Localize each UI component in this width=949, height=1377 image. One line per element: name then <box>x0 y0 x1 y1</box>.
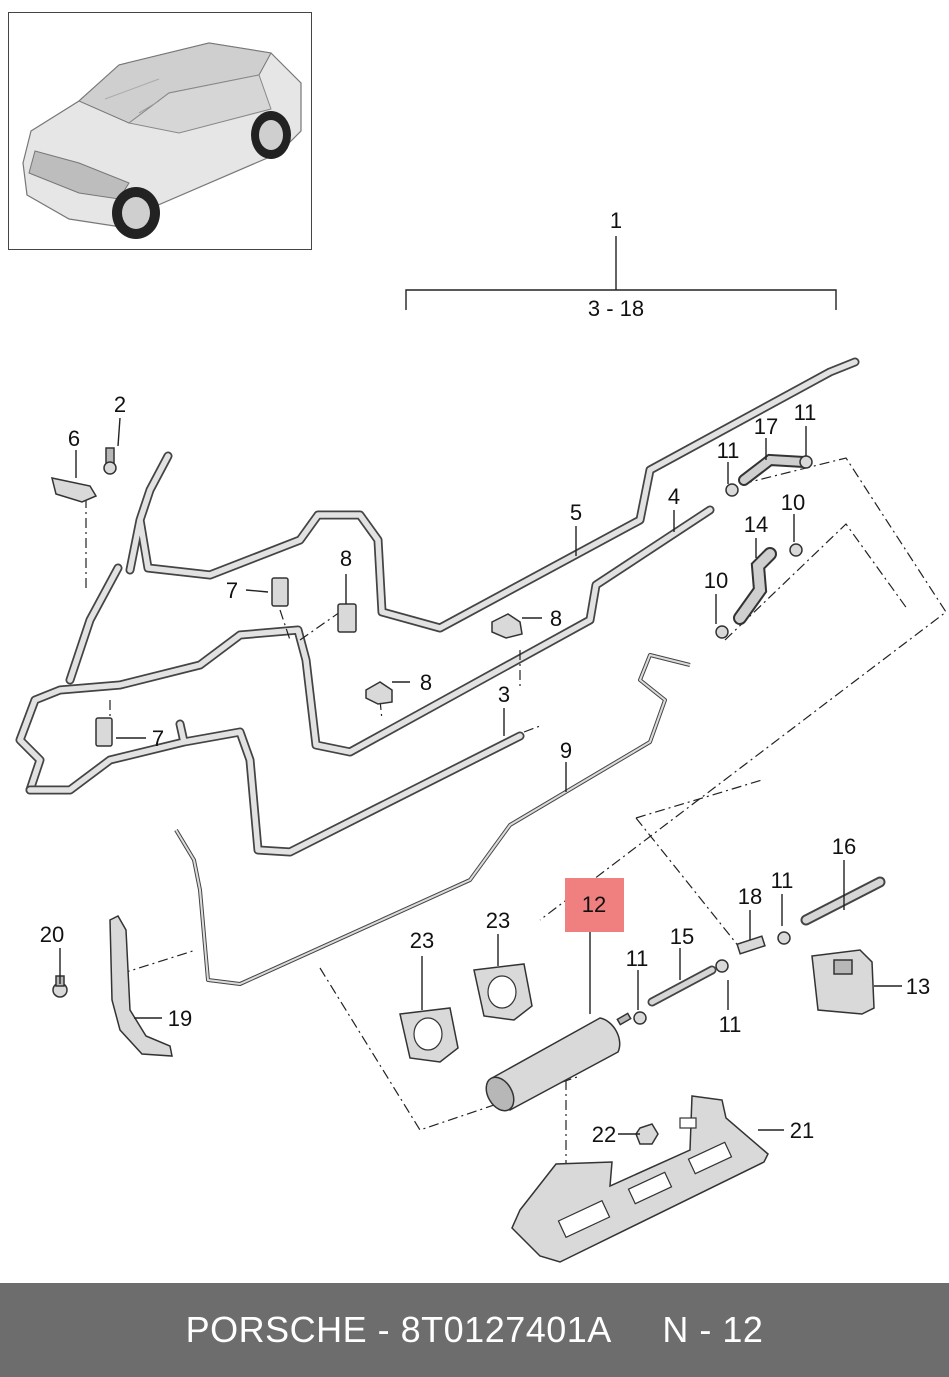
clip-8a <box>337 603 357 633</box>
callout-11-e: 11 <box>719 1012 742 1037</box>
pipe-9 <box>174 653 691 986</box>
callout-21: 21 <box>790 1118 814 1143</box>
bracket-19 <box>52 915 173 1057</box>
holder-23b <box>473 963 533 1021</box>
callout-9: 9 <box>560 738 572 763</box>
clamps <box>633 455 813 1025</box>
assembly-outline-mid <box>724 523 909 641</box>
suv-illustration <box>22 42 302 239</box>
pipe-4 <box>15 505 715 795</box>
clip-8b <box>491 613 523 639</box>
callout-2: 2 <box>114 392 126 417</box>
callout-6: 6 <box>68 426 80 451</box>
block-13 <box>811 949 875 1015</box>
footer-part-number: PORSCHE - 8T0127401A N - 12 <box>185 1309 764 1350</box>
callout-11-c: 11 <box>771 868 794 893</box>
callout-10-b: 10 <box>704 568 728 593</box>
pipe-3 <box>25 719 525 857</box>
leader-lines <box>59 417 902 1135</box>
callout-8-c: 8 <box>420 670 432 695</box>
callout-16: 16 <box>832 834 856 859</box>
assembly-outline-right <box>635 779 763 949</box>
callout-11-b: 11 <box>717 438 740 463</box>
callout-20: 20 <box>40 922 64 947</box>
leader-dash-lines <box>85 498 541 975</box>
holder-23a <box>399 1007 459 1063</box>
callout-12: 12 <box>582 892 606 917</box>
callout-3: 3 <box>498 682 510 707</box>
callout-12-highlight <box>565 878 624 932</box>
callout-23-b: 23 <box>486 908 510 933</box>
clip-7b <box>95 717 113 747</box>
callout-18: 18 <box>738 884 762 909</box>
pipe-15 <box>647 965 717 1007</box>
callout-22: 22 <box>592 1122 616 1147</box>
callout-17: 17 <box>754 414 778 439</box>
pipe-16 <box>800 876 886 926</box>
callout-1: 1 <box>610 208 622 233</box>
footer-bar: PORSCHE - 8T0127401A N - 12 <box>0 1283 949 1377</box>
pipe-5 <box>125 357 860 633</box>
callout-8-b: 8 <box>550 606 562 631</box>
callout-8-a: 8 <box>340 546 352 571</box>
assembly-outline-upper <box>539 457 947 921</box>
callout-11-d: 11 <box>626 946 649 971</box>
clip-8c <box>365 681 393 705</box>
callout-13: 13 <box>906 974 930 999</box>
callout-7-b: 7 <box>152 726 164 751</box>
callout-19: 19 <box>168 1006 192 1031</box>
group-bracket <box>405 236 837 310</box>
callout-14: 14 <box>744 512 768 537</box>
heat-shield-21 <box>511 1095 769 1263</box>
callout-23-a: 23 <box>410 928 434 953</box>
callout-3-18: 3 - 18 <box>588 296 644 321</box>
bracket-6 <box>50 447 117 503</box>
vehicle-thumbnail <box>8 12 312 250</box>
fuel-filter-12 <box>485 1012 632 1112</box>
parts-diagram: 1 3 - 18 <box>15 208 947 1263</box>
hose-17 <box>738 453 810 486</box>
connector-18 <box>736 935 766 955</box>
callout-5: 5 <box>570 500 582 525</box>
hose-14 <box>733 547 777 625</box>
callout-7-a: 7 <box>226 578 238 603</box>
callout-11-a: 11 <box>794 400 817 425</box>
callout-10-a: 10 <box>781 490 805 515</box>
callout-4: 4 <box>668 484 680 509</box>
clip-7a <box>271 577 289 607</box>
callout-15: 15 <box>670 924 694 949</box>
